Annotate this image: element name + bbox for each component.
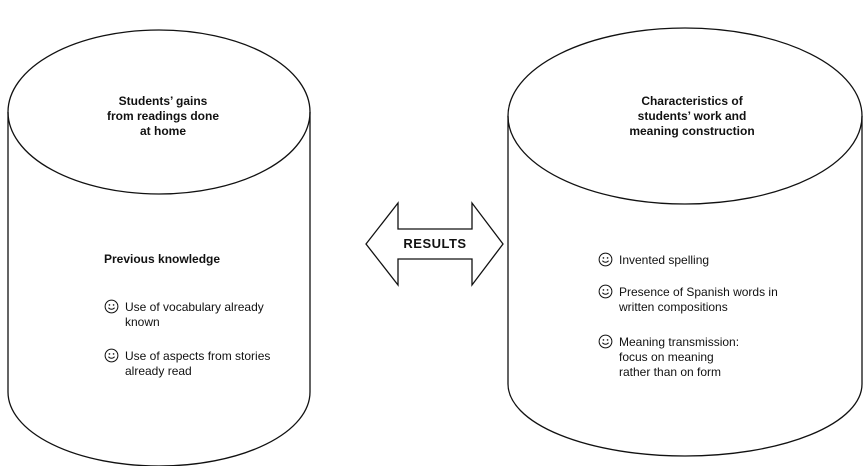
left-list-item: Use of vocabulary already known bbox=[104, 299, 294, 330]
smiley-face-icon bbox=[104, 348, 119, 363]
results-double-arrow bbox=[365, 201, 504, 287]
smiley-face-icon bbox=[598, 334, 613, 349]
right-list-item: Presence of Spanish words in written com… bbox=[598, 284, 798, 315]
left-item-text: Use of aspects from stories already read bbox=[125, 349, 271, 378]
right-item-text: Meaning transmission: focus on meaning r… bbox=[619, 335, 740, 379]
smiley-face-icon bbox=[598, 252, 613, 267]
left-section-title: Previous knowledge bbox=[104, 252, 221, 266]
right-list-item: Meaning transmission: focus on meaning r… bbox=[598, 334, 748, 380]
left-cylinder-body bbox=[7, 112, 311, 466]
results-label: RESULTS bbox=[403, 236, 467, 251]
left-list-item: Use of aspects from stories already read bbox=[104, 348, 294, 379]
left-top-label: Students’ gains from readings done at ho… bbox=[106, 94, 219, 138]
right-cylinder bbox=[507, 27, 863, 457]
smiley-face-icon bbox=[104, 299, 119, 314]
right-item-text: Presence of Spanish words in written com… bbox=[619, 285, 778, 314]
smiley-face-icon bbox=[598, 284, 613, 299]
left-cylinder-top bbox=[7, 29, 311, 195]
left-item-text: Use of vocabulary already known bbox=[125, 300, 264, 329]
right-list-item: Invented spelling bbox=[598, 252, 818, 268]
right-cylinder-body bbox=[507, 116, 863, 457]
right-item-text: Invented spelling bbox=[619, 253, 710, 267]
right-cylinder-top bbox=[507, 27, 863, 205]
right-top-label: Characteristics of students’ work and me… bbox=[629, 94, 755, 138]
